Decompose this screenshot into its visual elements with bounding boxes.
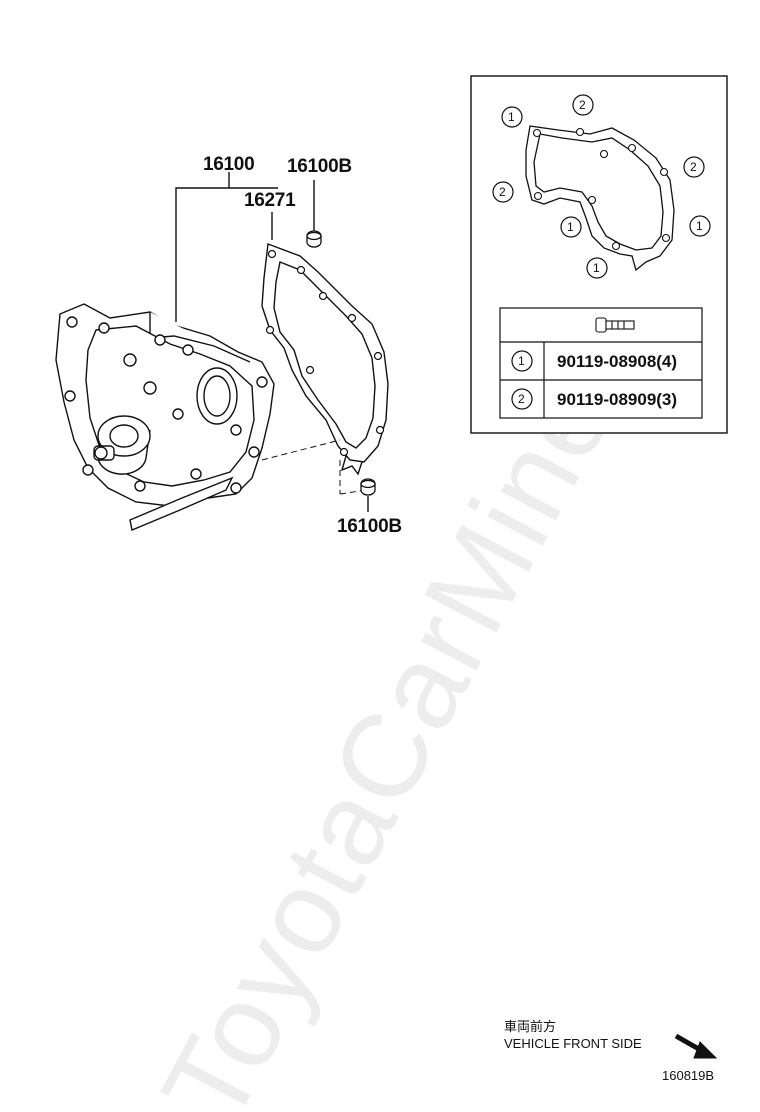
callout-plug-top[interactable]: 16100B [287, 156, 352, 177]
svg-text:1: 1 [567, 220, 574, 234]
gasket-holes [265, 249, 385, 457]
bolt-marker-3: 2 [492, 181, 514, 203]
row-1-number: 1 [518, 354, 525, 368]
table-row-1[interactable]: 1 90119-08908(4) [511, 350, 677, 372]
leader-lines [175, 172, 369, 512]
bolt-marker-1: 1 [501, 106, 523, 128]
svg-text:2: 2 [499, 185, 506, 199]
svg-text:2: 2 [579, 98, 586, 112]
bolt-marker-4: 2 [683, 156, 705, 178]
bolt-marker-6: 1 [689, 215, 711, 237]
bolt-icon [595, 317, 635, 333]
plug-bottom[interactable] [360, 478, 376, 496]
arrow-down-right-icon [674, 1033, 718, 1059]
gasket-16271[interactable] [261, 243, 389, 476]
front-note-japanese: 車両前方 [504, 1019, 557, 1034]
row-1-part-number: 90119-08908(4) [557, 352, 677, 371]
bolt-marker-2: 2 [572, 94, 594, 116]
inset-gasket[interactable] [525, 125, 675, 272]
callout-gasket[interactable]: 16271 [244, 190, 296, 211]
bolt-marker-7: 1 [586, 257, 608, 279]
front-note-english: VEHICLE FRONT SIDE [504, 1036, 642, 1051]
drawing-code: 160819B [662, 1068, 715, 1083]
svg-text:1: 1 [508, 110, 515, 124]
table-row-2[interactable]: 2 90119-08909(3) [511, 388, 677, 410]
water-pump-16100[interactable] [55, 303, 275, 531]
inset-bolt-markers: 1 2 2 2 1 1 1 [492, 94, 711, 279]
svg-text:1: 1 [696, 219, 703, 233]
row-2-number: 2 [518, 392, 525, 406]
plug-top[interactable] [306, 230, 322, 248]
inset-gasket-holes [532, 127, 671, 251]
bolt-marker-5: 1 [560, 216, 582, 238]
callout-water-pump[interactable]: 16100 [203, 154, 255, 175]
vehicle-front-note: 車両前方 VEHICLE FRONT SIDE [504, 1018, 642, 1052]
inset-frame [470, 75, 728, 434]
bolt-table [499, 307, 703, 419]
callout-plug-bottom[interactable]: 16100B [337, 516, 402, 537]
svg-text:1: 1 [593, 261, 600, 275]
svg-text:2: 2 [690, 160, 697, 174]
row-2-part-number: 90119-08909(3) [557, 390, 677, 409]
